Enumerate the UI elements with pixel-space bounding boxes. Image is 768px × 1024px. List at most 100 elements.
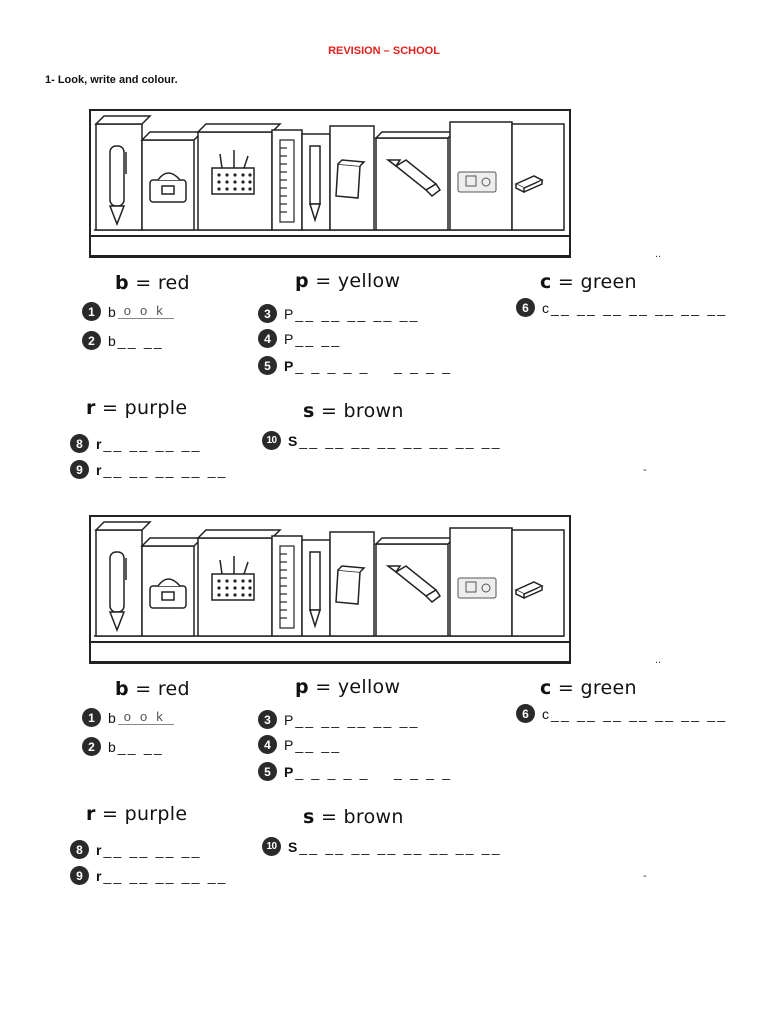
key-letter: s: [303, 806, 315, 828]
item-3: 3 P __ __ __ __ __: [258, 304, 420, 323]
key-letter: s: [303, 400, 315, 422]
number-badge: 1: [82, 302, 101, 321]
sharpener-icon: [457, 577, 497, 599]
instruction: 1- Look, write and colour.: [45, 74, 178, 86]
notebook-icon: [335, 565, 366, 605]
item-8: 8 r __ __ __ __: [70, 434, 202, 453]
answer-word[interactable]: ook: [117, 710, 174, 725]
ruler-icon: [279, 545, 295, 629]
bag-icon: [149, 172, 187, 203]
key-s-brown: s = brown: [303, 806, 404, 828]
answer-blanks[interactable]: __ __ __ __: [103, 435, 202, 452]
answer-blanks[interactable]: __ __: [295, 736, 342, 753]
eraser-icon: [514, 175, 544, 194]
notebook-icon: [335, 159, 366, 199]
item-1: 1 b ook: [82, 708, 174, 727]
key-equals: =: [102, 397, 119, 419]
key-equals: =: [320, 400, 338, 422]
start-letter: c: [542, 299, 549, 316]
glue-icon: [385, 159, 442, 197]
stray-dots: ..: [655, 248, 662, 260]
bookshelf-illustration: [88, 108, 572, 260]
answer-blanks[interactable]: __ __: [117, 332, 164, 349]
answer-word[interactable]: ook: [117, 304, 174, 319]
key-letter: r: [86, 803, 96, 825]
key-s-brown: s = brown: [303, 400, 404, 422]
answer-blanks[interactable]: __ __ __ __ __: [295, 711, 420, 728]
item-10: 10 S __ __ __ __ __ __ __ __: [262, 837, 502, 856]
answer-blanks[interactable]: __ __ __ __ __: [103, 461, 228, 478]
key-b-red: b = red: [115, 272, 190, 294]
answer-blanks[interactable]: __ __ __ __ __ __ __: [551, 299, 728, 316]
number-badge: 8: [70, 840, 89, 859]
number-badge: 2: [82, 331, 101, 350]
key-color: yellow: [337, 676, 401, 698]
answer-blanks[interactable]: __ __: [295, 330, 342, 347]
key-equals: =: [102, 803, 119, 825]
item-1: 1 b ook: [82, 302, 174, 321]
key-color: red: [157, 678, 190, 700]
start-letter: P: [284, 736, 294, 753]
number-badge: 8: [70, 434, 89, 453]
number-badge: 9: [70, 460, 89, 479]
key-color: purple: [124, 803, 188, 825]
key-letter: r: [86, 397, 96, 419]
item-9: 9 r __ __ __ __ __: [70, 460, 228, 479]
bag-icon: [149, 578, 187, 609]
glue-icon: [385, 565, 442, 603]
start-letter: c: [542, 705, 549, 722]
key-equals: =: [557, 271, 575, 293]
pencil-case-icon: [211, 150, 255, 195]
stray-dash: -: [643, 464, 647, 476]
number-badge: 6: [516, 298, 535, 317]
answer-blanks[interactable]: __ __ __ __: [103, 841, 202, 858]
start-letter: P: [284, 711, 294, 728]
start-letter: b: [108, 332, 116, 349]
key-color: purple: [124, 397, 188, 419]
number-badge: 4: [258, 329, 277, 348]
pen-icon: [108, 145, 127, 227]
number-badge: 9: [70, 866, 89, 885]
answer-blanks[interactable]: __ __ __ __ __ __ __ __: [299, 838, 502, 855]
exercise-block: .. b = red p = yellow c = green 1 b ook …: [0, 514, 768, 914]
key-equals: =: [320, 806, 338, 828]
number-badge: 2: [82, 737, 101, 756]
answer-blanks[interactable]: __ __ __ __ __ __ __: [551, 705, 728, 722]
item-5: 5 P _ _ _ _ _ _ _ _ _: [258, 762, 452, 781]
key-color: brown: [343, 400, 404, 422]
start-letter: r: [96, 867, 102, 884]
start-letter: r: [96, 461, 102, 478]
pencil-case-icon: [211, 556, 255, 601]
answer-blanks[interactable]: __ __: [117, 738, 164, 755]
item-6: 6 c __ __ __ __ __ __ __: [516, 704, 727, 723]
number-badge: 3: [258, 304, 277, 323]
key-color: yellow: [337, 270, 401, 292]
sharpener-icon: [457, 171, 497, 193]
pencil-icon: [308, 551, 322, 629]
answer-blanks[interactable]: _ _ _ _ _ _ _ _ _: [295, 357, 453, 374]
key-equals: =: [315, 676, 332, 698]
number-badge: 5: [258, 762, 277, 781]
answer-blanks[interactable]: __ __ __ __ __: [103, 867, 228, 884]
ruler-icon: [279, 139, 295, 223]
number-badge: 6: [516, 704, 535, 723]
start-letter: P: [284, 330, 294, 347]
key-equals: =: [135, 678, 152, 700]
key-c-green: c = green: [540, 677, 637, 699]
item-9: 9 r __ __ __ __ __: [70, 866, 228, 885]
key-color: green: [580, 677, 637, 699]
answer-blanks[interactable]: __ __ __ __ __ __ __ __: [299, 432, 502, 449]
key-letter: c: [540, 677, 552, 699]
start-letter: r: [96, 435, 102, 452]
pencil-icon: [308, 145, 322, 223]
start-letter: b: [108, 738, 116, 755]
answer-blanks[interactable]: _ _ _ _ _ _ _ _ _: [295, 763, 453, 780]
key-p-yellow: p = yellow: [295, 270, 400, 292]
key-b-red: b = red: [115, 678, 190, 700]
start-letter: P: [284, 305, 294, 322]
item-10: 10 S __ __ __ __ __ __ __ __: [262, 431, 502, 450]
stray-dash: -: [643, 870, 647, 882]
start-letter: b: [108, 709, 116, 726]
answer-blanks[interactable]: __ __ __ __ __: [295, 305, 420, 322]
item-4: 4 P __ __: [258, 735, 341, 754]
